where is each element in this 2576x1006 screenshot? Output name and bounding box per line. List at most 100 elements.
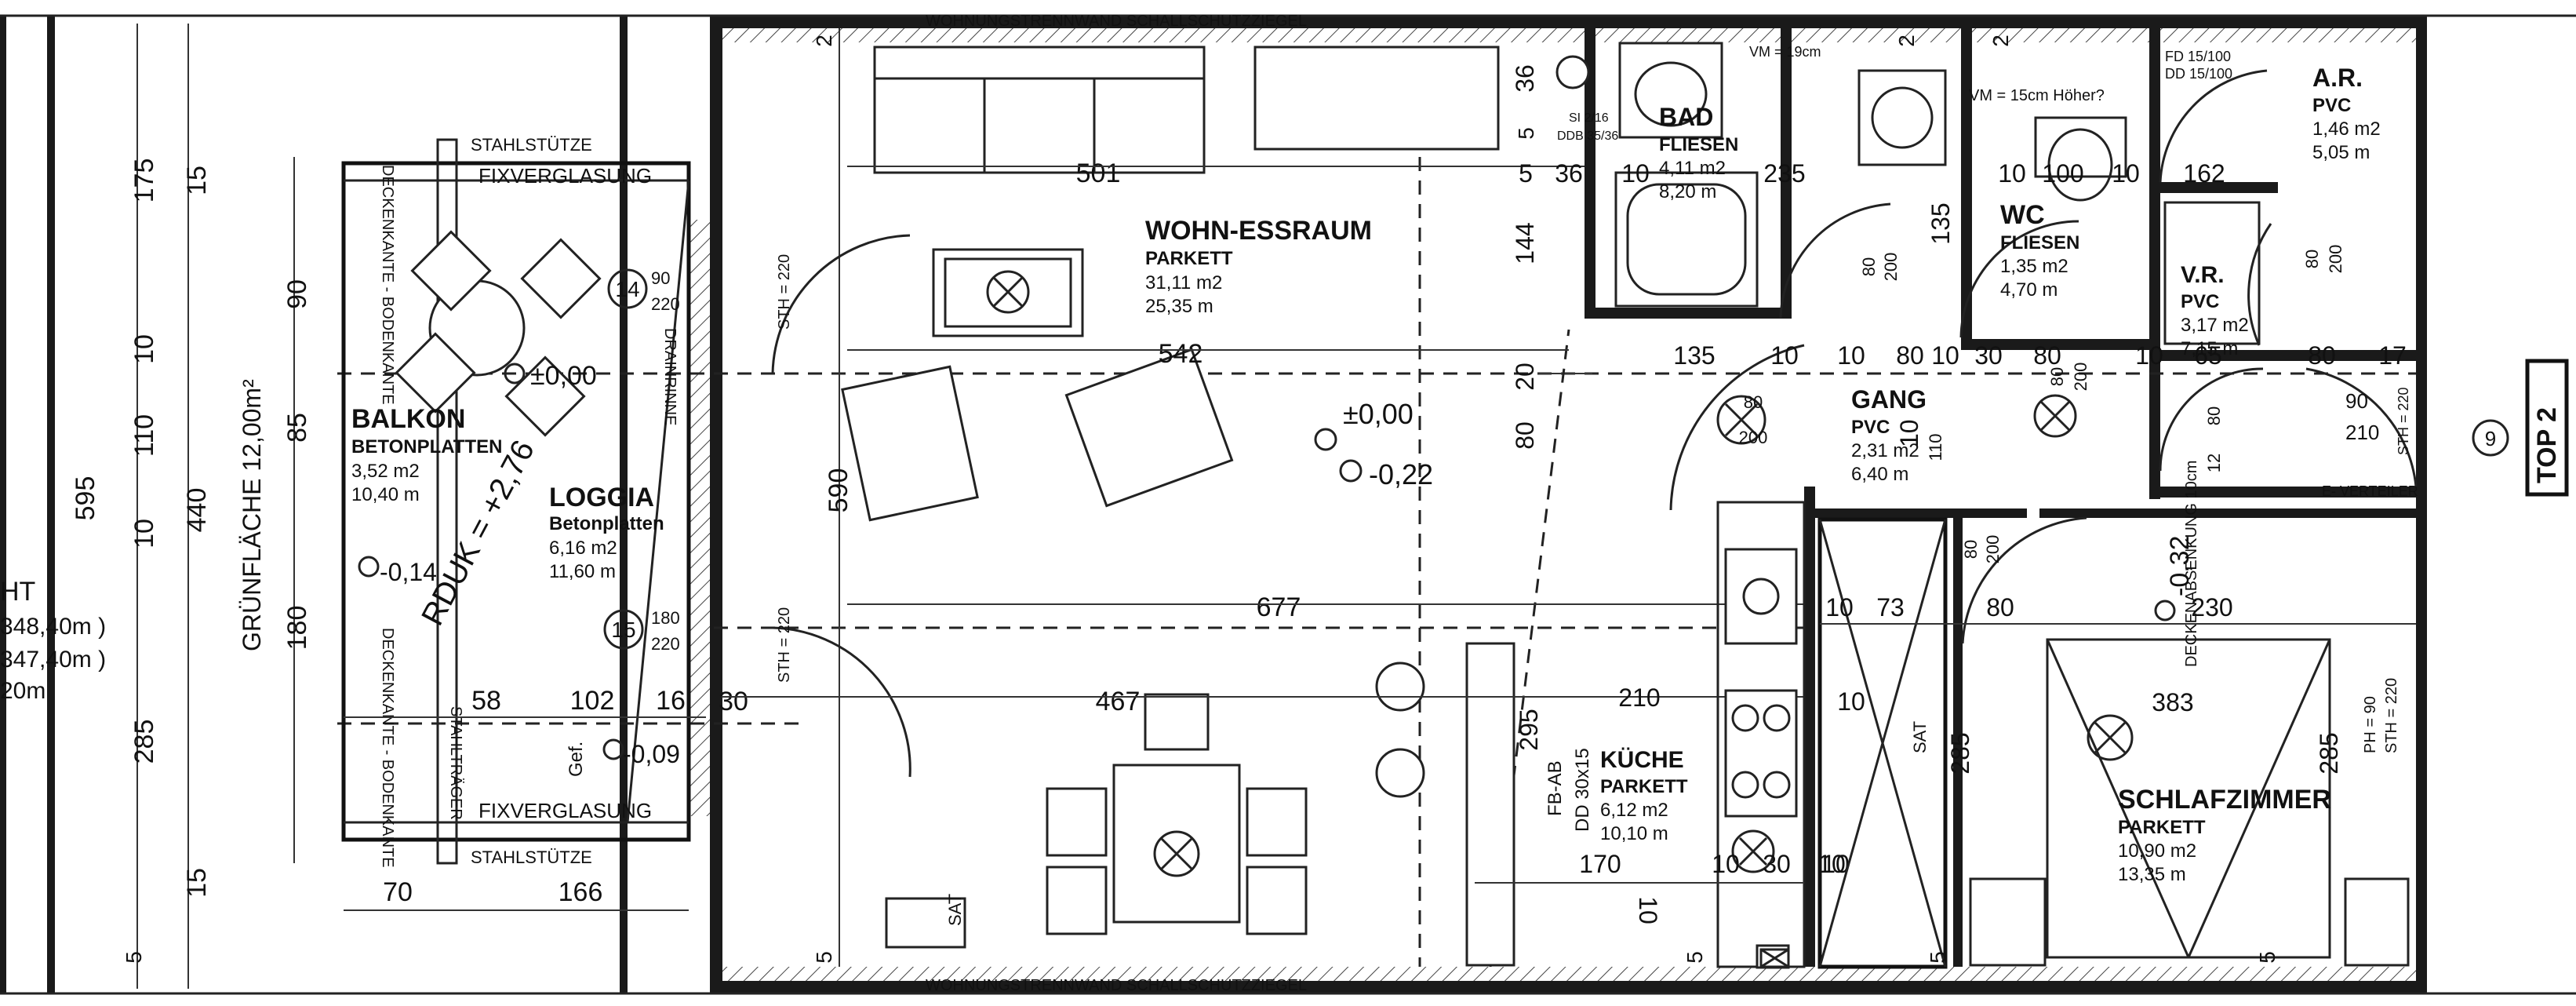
balkon-perimeter: 10,40 m	[351, 484, 420, 505]
kueche-name: KÜCHE	[1600, 747, 1684, 773]
dim-bad-20: 20	[1511, 363, 1539, 391]
dim-gang-65: 65	[2194, 341, 2222, 370]
door-220b-label: 220	[651, 634, 680, 654]
kueche-perimeter: 10,10 m	[1600, 823, 1668, 844]
dim-left-7: 10	[129, 519, 159, 549]
dim-left-2: 90	[282, 279, 312, 309]
ar-name: A.R.	[2312, 64, 2363, 92]
sat-shaft-label: SAT	[1910, 721, 1930, 753]
dim-wc-200: 200	[1881, 253, 1901, 282]
deckenabsenkung-label: DECKENABSENKUNG 10cm	[2183, 461, 2200, 667]
edge-5b: 5	[812, 951, 836, 964]
balkon-area: 3,52 m2	[351, 461, 420, 482]
dim-gang-10d: 10	[2135, 341, 2163, 370]
wohn-area: 31,11 m2	[1145, 272, 1222, 293]
window-15-label: 15	[611, 618, 635, 642]
sat-wohn-label: SAT	[945, 894, 965, 926]
top2-label: TOP 2	[2532, 407, 2562, 483]
dim-wohn-501: 501	[1076, 159, 1121, 188]
loggia-floor: Betonplatten	[549, 513, 664, 534]
edge-2a: 2	[812, 35, 836, 47]
bad: BAD FLIESEN 4,11 m2 8,20 m VM = 19cm VM …	[1511, 42, 2105, 450]
dim-gang-10a: 10	[1770, 341, 1799, 370]
schlaf-area: 10,90 m2	[2118, 840, 2196, 862]
dim-schlaf-230: 230	[2191, 593, 2232, 621]
wc-perimeter: 4,70 m	[2000, 279, 2058, 301]
door-90-label: 90	[651, 268, 670, 288]
level-markers-wohn: ±0,00 -0,22	[1314, 398, 1433, 490]
bad-area: 4,11 m2	[1659, 158, 1726, 179]
edge-5c: 5	[1683, 951, 1707, 964]
vorraum: V.R. PVC 3,17 m2 7,15 m	[2163, 201, 2272, 359]
dim-bad-36a: 36	[1511, 64, 1539, 93]
dim-wohn-467: 467	[1096, 687, 1141, 716]
edge-5d: 5	[1926, 951, 1950, 964]
dim-bad-235: 235	[1763, 159, 1805, 188]
sth-wohn-bottom: STH = 220	[776, 607, 793, 683]
balkon-name: BALKON	[351, 404, 465, 434]
dim-wc-100: 100	[2042, 159, 2083, 188]
bad-south-wall	[1595, 308, 1792, 319]
wohn-perimeter: 25,35 m	[1145, 296, 1213, 317]
dim-kueche-30: 30	[1763, 850, 1791, 878]
ar-area: 1,46 m2	[2312, 118, 2381, 140]
schlaf-perimeter: 13,35 m	[2118, 864, 2186, 885]
dim-gang-200b: 200	[2071, 363, 2090, 392]
deckenkante-top: DECKENKANTE - BODENKANTE	[379, 165, 396, 405]
dim-left-11: 595	[71, 476, 100, 521]
dim-schlaf-73: 73	[1876, 593, 1905, 621]
dim-loggia-166: 166	[558, 877, 603, 907]
dim-left-8: 180	[282, 606, 312, 651]
gang-perimeter: 6,40 m	[1851, 464, 1908, 485]
stahltraeger-label: STAHLTRÄGER	[447, 706, 464, 820]
wohn-essraum: SAT WOHN-ESSRAUM PARKETT 31,11 m2 25,35 …	[719, 46, 1804, 967]
dim-gang-80d: 80	[1744, 392, 1763, 412]
bad-perimeter: 8,20 m	[1659, 181, 1716, 202]
window-9-label: 9	[2485, 427, 2496, 450]
dim-gang-110: 110	[1926, 433, 1945, 461]
wc-west-wall	[1961, 28, 1972, 350]
top-wall-hatch	[714, 28, 2424, 42]
dim-loggia-70: 70	[383, 877, 413, 907]
dim-gang-30: 30	[1974, 341, 2003, 370]
dim-left-4: 110	[129, 414, 159, 457]
dim-gang-12: 12	[2204, 454, 2224, 472]
dim-bad-36b: 36	[1555, 159, 1583, 188]
dim-schlaf-80: 80	[1986, 593, 2014, 621]
dim-bad-80: 80	[1511, 421, 1539, 450]
sth-right-top: STH = 220	[2396, 387, 2411, 455]
window-14-label: 14	[615, 277, 639, 301]
dim-wohn-542: 542	[1159, 339, 1203, 369]
lvl-balkon: ±0,00	[530, 361, 597, 391]
dim-kueche-210: 210	[1618, 683, 1660, 712]
bad-west-wall	[1585, 28, 1595, 319]
loggia-perimeter: 11,60 m	[549, 561, 616, 582]
dim-wc-10b: 10	[2112, 159, 2140, 188]
loggia-area: 6,16 m2	[549, 538, 617, 559]
left-dimensions: 175 15 90 10 110 85 440 10 180 285 15 59…	[0, 24, 312, 989]
dim-left-10: 15	[182, 868, 212, 898]
dim-left-0: 175	[129, 159, 159, 203]
top-wall	[714, 16, 2424, 28]
dim-gang-80a: 80	[1896, 341, 1924, 370]
dim-schlaf-80b: 80	[1961, 540, 1981, 559]
dim-schlaf-383: 383	[2152, 688, 2193, 716]
gang-floor: PVC	[1851, 417, 1890, 438]
ht-label: HT	[0, 577, 35, 607]
fd-label: FD 15/100	[2165, 49, 2231, 64]
dim-wohn-677: 677	[1257, 592, 1301, 622]
top-wall-text: WOHNUNGSTRENNWAND SCHALLSCHUTZZIEGEL	[926, 13, 1307, 30]
door-220-label: 220	[651, 294, 680, 314]
vr-area: 3,17 m2	[2181, 315, 2249, 336]
dim-loggia-102: 102	[570, 686, 615, 716]
dim-kueche-295: 295	[1515, 709, 1543, 750]
gruenflaeche-label: GRÜNFLÄCHE 12,00m²	[238, 379, 266, 651]
dd-label: DD 15/100	[2165, 66, 2232, 82]
abstellraum: FD 15/100 DD 15/100 A.R. PVC 1,46 m2 5,0…	[2159, 49, 2381, 273]
dim-gang-200a: 200	[1739, 428, 1768, 447]
dim-gang-17: 17	[2378, 341, 2407, 370]
fixverglasung-bottom: FIXVERGLASUNG	[478, 799, 652, 822]
dim-kueche-170: 170	[1579, 850, 1621, 878]
schlaf-name: SCHLAFZIMMER	[2118, 785, 2331, 815]
